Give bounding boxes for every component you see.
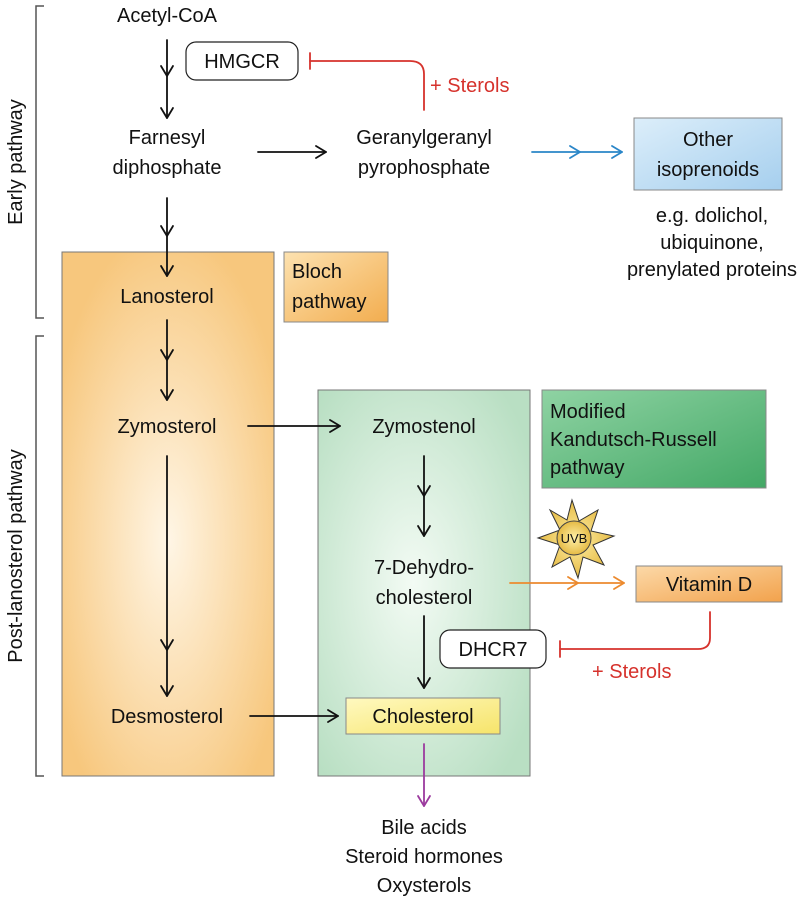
- acetyl-coa-label: Acetyl-CoA: [117, 5, 218, 27]
- kr-label-line1: Modified: [550, 401, 626, 423]
- zymosterol-label: Zymosterol: [118, 416, 217, 438]
- hmgcr-box: [185, 41, 299, 81]
- lanosterol-label: Lanosterol: [120, 286, 213, 308]
- bloch-label-line2: pathway: [292, 291, 367, 313]
- arrow-farnesyl-to-lanosterol: [160, 197, 174, 277]
- uvb-sun-icon: [536, 498, 616, 580]
- arrow-desmosterol-to-cholesterol: [249, 709, 339, 723]
- examples-line3: prenylated proteins: [627, 259, 797, 281]
- bloch-pathway-box: [61, 251, 275, 777]
- dehydro-line1: 7-Dehydro-: [374, 557, 474, 579]
- farnesyl-line2: diphosphate: [113, 157, 222, 179]
- products-line1: Bile acids: [381, 817, 467, 839]
- uvb-label: UVB: [561, 531, 588, 546]
- kr-label-line3: pathway: [550, 457, 625, 479]
- examples-line1: e.g. dolichol,: [656, 205, 768, 227]
- sterols-inhibit-dhcr7: [559, 611, 711, 658]
- farnesyl-line1: Farnesyl: [129, 127, 206, 149]
- dehydro-line2: cholesterol: [376, 587, 473, 609]
- post-lanosterol-bracket: [35, 335, 44, 777]
- products-line2: Steroid hormones: [345, 846, 503, 868]
- arrow-dehydro-to-cholesterol: [417, 615, 431, 689]
- arrow-zymosterol-to-zymostenol: [247, 419, 341, 433]
- zymostenol-label: Zymostenol: [372, 416, 475, 438]
- hmgcr-label: HMGCR: [204, 51, 280, 73]
- geranyl-line2: pyrophosphate: [358, 157, 490, 179]
- sterols-inhibit-hmgcr: [309, 52, 425, 111]
- post-lanosterol-label: Post-lanosterol pathway: [5, 449, 27, 662]
- kr-label-box: [541, 389, 767, 489]
- cholesterol-box: [345, 697, 501, 735]
- sterols-top-label: + Sterols: [430, 75, 509, 97]
- desmosterol-label: Desmosterol: [111, 706, 223, 728]
- arrow-geranyl-to-other-isoprenoids: [531, 145, 623, 159]
- kr-label-line2: Kandutsch-Russell: [550, 429, 717, 451]
- dhcr7-label: DHCR7: [459, 639, 528, 661]
- other-isoprenoids-box: [633, 117, 783, 191]
- bloch-label-line1: Bloch: [292, 261, 342, 283]
- arrow-cholesterol-to-products: [417, 743, 431, 807]
- other-isoprenoids-line2: isoprenoids: [657, 159, 759, 181]
- dhcr7-box: [439, 629, 547, 669]
- products-line3: Oxysterols: [377, 875, 471, 897]
- early-pathway-label: Early pathway: [5, 99, 27, 225]
- bloch-label-box: [283, 251, 389, 323]
- arrow-zymostenol-to-dehydro: [417, 455, 431, 537]
- geranyl-line1: Geranylgeranyl: [356, 127, 492, 149]
- arrow-acetyl-to-farnesyl: [160, 39, 174, 119]
- vitamin-d-box: [635, 565, 783, 603]
- other-isoprenoids-line1: Other: [683, 129, 733, 151]
- arrow-lanosterol-to-zymosterol: [160, 319, 174, 401]
- examples-line2: ubiquinone,: [660, 232, 763, 254]
- cholesterol-label: Cholesterol: [372, 706, 473, 728]
- arrow-zymosterol-to-desmosterol: [160, 455, 174, 697]
- vitamin-d-label: Vitamin D: [666, 574, 752, 596]
- arrow-farnesyl-to-geranyl: [257, 145, 327, 159]
- sterols-bottom-label: + Sterols: [592, 661, 671, 683]
- arrow-dehydro-to-vitamin-d: [509, 576, 625, 590]
- early-pathway-bracket: [35, 5, 44, 319]
